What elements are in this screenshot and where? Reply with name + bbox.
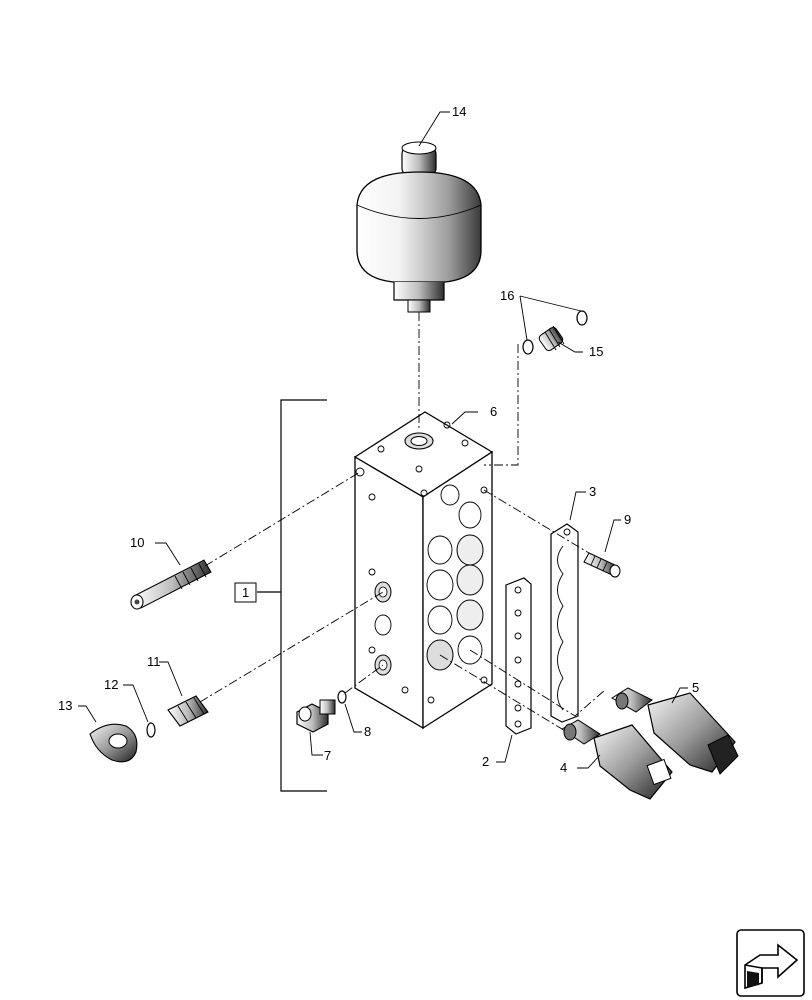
solenoid-valve-small: [561, 719, 673, 800]
leader-lines: [78, 111, 688, 769]
callout-11: 11: [147, 654, 161, 669]
callout-14: 14: [452, 104, 466, 119]
next-page-arrow-icon[interactable]: [736, 929, 805, 997]
callout-16: 16: [500, 288, 514, 303]
callout-13: 13: [58, 698, 72, 713]
callout-3: 3: [589, 484, 596, 499]
plug-fitting: [538, 325, 565, 352]
o-ring-upper: [576, 310, 588, 326]
hex-plug: [296, 699, 336, 733]
callout-5: 5: [692, 680, 699, 695]
callout-1: 1: [242, 585, 249, 600]
protective-cap: [89, 723, 138, 763]
valve-block: [353, 411, 494, 730]
snap-ring: [146, 722, 156, 738]
seal-washer: [337, 690, 347, 704]
center-lines: [199, 312, 606, 730]
callout-9: 9: [624, 512, 631, 527]
threaded-fitting: [167, 695, 209, 727]
solenoid-valve-large: [611, 687, 739, 775]
callout-15: 15: [589, 344, 603, 359]
stud: [583, 552, 621, 578]
callout-2: 2: [482, 754, 489, 769]
gasket: [505, 577, 532, 735]
callout-7: 7: [324, 748, 331, 763]
assembly-callout-box: 1: [234, 582, 257, 603]
callout-8: 8: [364, 724, 371, 739]
accumulator: [356, 141, 482, 313]
o-ring-lower: [522, 339, 534, 355]
assembly-bracket: [257, 399, 327, 792]
bolt: [130, 559, 212, 610]
callout-4: 4: [560, 760, 567, 775]
callout-6: 6: [490, 404, 497, 419]
callout-12: 12: [104, 677, 118, 692]
callout-10: 10: [130, 535, 144, 550]
gasket-plate: [550, 523, 579, 723]
